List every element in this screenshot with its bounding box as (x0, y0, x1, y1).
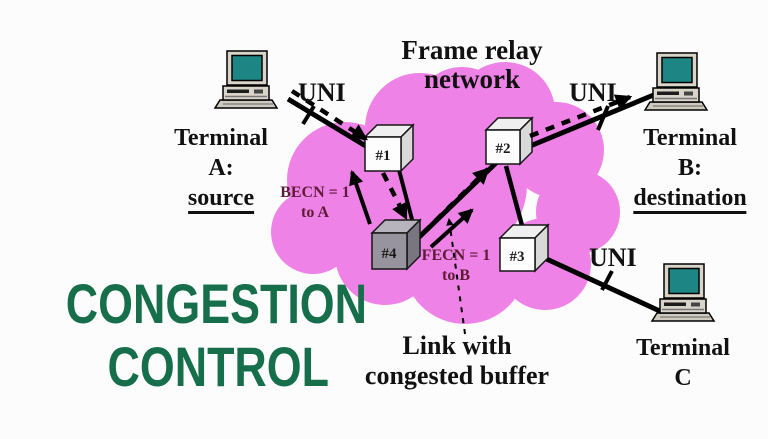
terminal-a-name: Terminal (174, 125, 268, 151)
link-node2-terminal-b (522, 91, 657, 152)
link-node1-node4 (397, 169, 416, 228)
terminal-c-computer-icon (651, 263, 715, 322)
terminal-b-id: B: (677, 155, 702, 181)
becn-line1: BECN = 1 (280, 184, 350, 201)
link-terminal-a-node1 (286, 96, 376, 154)
congested-link-line1: Link with (402, 331, 512, 360)
fecn-arrow (429, 208, 474, 249)
becn-annotation: BECN = 1 to A (280, 183, 350, 223)
terminal-b-role: destination (633, 186, 747, 214)
uni-tick-c (600, 270, 614, 291)
switch-node-2: #2 (484, 116, 534, 166)
uni-label-c: UNI (589, 243, 637, 272)
terminal-a-role: source (187, 186, 255, 214)
slide-title-line1: CONGESTION (65, 272, 367, 335)
uni-label-b: UNI (569, 78, 617, 107)
node-3-label: #3 (510, 249, 525, 265)
frame-relay-network-label: Frame relay network (401, 36, 542, 94)
node-4-label: #4 (382, 246, 398, 262)
fecn-annotation: FECN = 1 to B (422, 246, 491, 286)
terminal-a-computer-icon (214, 50, 278, 109)
link-node2-node3 (503, 165, 527, 234)
switch-node-1: #1 (363, 123, 415, 173)
node-1-label: #1 (376, 148, 391, 164)
terminal-b-label: Terminal B: destination (633, 123, 747, 214)
frame-flow-2-to-b (529, 94, 633, 139)
node-2-label: #2 (496, 141, 511, 157)
terminal-c-id: C (674, 365, 692, 391)
frame-flow-4-to-2 (421, 167, 490, 235)
switch-node-4-congested: #4 (370, 218, 422, 271)
slide-title-line2: CONTROL (107, 335, 330, 398)
switch-node-3: #3 (498, 223, 550, 273)
becn-arrow (349, 170, 372, 225)
terminal-a-label: Terminal A: source (174, 123, 268, 214)
uni-tick-a (301, 104, 316, 126)
congested-link-pointer (446, 217, 466, 335)
fecn-line1: FECN = 1 (421, 247, 491, 264)
uni-label-a: UNI (298, 78, 346, 107)
terminal-c-name: Terminal (636, 335, 730, 361)
terminal-b-name: Terminal (643, 125, 737, 151)
terminal-c-label: Terminal C (636, 333, 730, 393)
becn-line2: to A (300, 204, 329, 221)
frame-flow-1-to-4 (380, 171, 409, 221)
frame-relay-line2: network (424, 64, 520, 94)
congested-link-caption: Link with congested buffer (365, 331, 549, 391)
link-node3-terminal-c (538, 253, 666, 316)
fecn-line2: to B (441, 267, 470, 284)
terminal-b-computer-icon (644, 52, 708, 111)
slide-title: CONGESTION CONTROL (65, 272, 367, 398)
congested-link-line2: congested buffer (364, 361, 550, 390)
frame-relay-line1: Frame relay (401, 35, 543, 65)
terminal-a-id: A: (208, 155, 234, 181)
uni-tick-b (596, 105, 610, 131)
frame-flow-a-to-1 (290, 89, 368, 141)
